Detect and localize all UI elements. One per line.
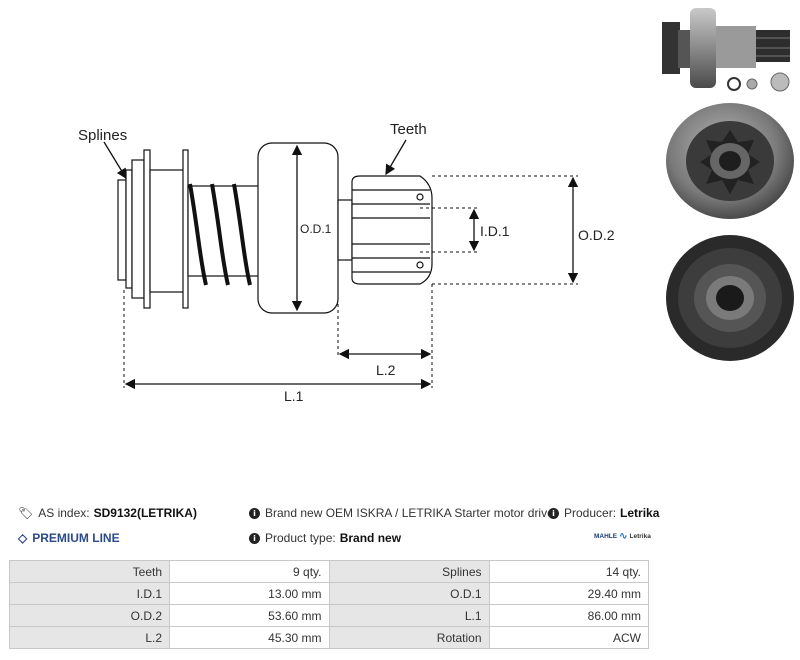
as-index-label: AS index: xyxy=(38,506,90,520)
premium-line: ◇ PREMIUM LINE xyxy=(18,531,120,545)
description-text: Brand new OEM ISKRA / LETRIKA Starter mo… xyxy=(265,506,554,520)
product-type-value: Brand new xyxy=(339,531,402,545)
spec-value: 53.60 mm xyxy=(169,604,330,627)
label-splines: Splines xyxy=(78,127,127,144)
spec-key: I.D.1 xyxy=(9,582,170,605)
spec-key: O.D.2 xyxy=(9,604,170,627)
spec-value: 14 qty. xyxy=(488,560,649,583)
technical-drawing: Splines Teeth O.D.1 I.D.1 O.D.2 L.2 L.1 xyxy=(78,121,615,404)
producer-line: i Producer: Letrika xyxy=(548,506,659,520)
logo-mahle-text: MAHLE xyxy=(594,533,618,540)
label-id1: I.D.1 xyxy=(480,223,510,239)
tags-icon: 🏷 xyxy=(18,506,34,520)
spec-key: Rotation xyxy=(328,626,490,649)
diamond-icon: ◇ xyxy=(18,531,28,545)
table-row: O.D.2 53.60 mm L.1 86.00 mm xyxy=(9,604,649,627)
spec-key: L.2 xyxy=(9,626,170,649)
spec-key: L.1 xyxy=(328,604,490,627)
producer-value: Letrika xyxy=(620,506,660,520)
spec-value: 9 qty. xyxy=(169,560,330,583)
drive-outline xyxy=(117,142,433,314)
info-icon: i xyxy=(249,507,260,519)
table-row: Teeth 9 qty. Splines 14 qty. xyxy=(9,560,649,583)
spec-value: 29.40 mm xyxy=(488,582,649,605)
label-l2: L.2 xyxy=(376,362,396,378)
spec-table: Teeth 9 qty. Splines 14 qty. I.D.1 13.00… xyxy=(9,560,649,649)
table-row: I.D.1 13.00 mm O.D.1 29.40 mm xyxy=(9,582,649,605)
spec-value: 45.30 mm xyxy=(169,626,330,649)
spec-value: 86.00 mm xyxy=(488,604,649,627)
mahle-letrika-logo: MAHLE ∿ Letrika xyxy=(594,530,651,542)
label-od2: O.D.2 xyxy=(578,227,615,243)
as-index-line: 🏷 AS index: SD9132(LETRIKA) xyxy=(18,506,197,520)
logo-letrika-text: Letrika xyxy=(629,533,651,540)
product-photo-back xyxy=(666,235,794,361)
spec-key: Teeth xyxy=(9,560,170,583)
wave-icon: ∿ xyxy=(619,530,628,542)
as-index-value: SD9132(LETRIKA) xyxy=(93,506,197,520)
spec-value: ACW xyxy=(488,626,649,649)
spec-key: O.D.1 xyxy=(328,582,490,605)
premium-label: PREMIUM LINE xyxy=(32,531,120,545)
spec-key: Splines xyxy=(328,560,490,583)
label-od1: O.D.1 xyxy=(300,222,332,236)
label-l1: L.1 xyxy=(284,388,304,404)
spec-value: 13.00 mm xyxy=(169,582,330,605)
info-icon: i xyxy=(249,532,260,544)
product-type-line: i Product type: Brand new xyxy=(249,531,401,545)
product-type-label: Product type: xyxy=(265,531,336,545)
product-photo-front xyxy=(666,103,794,219)
product-photo-side xyxy=(662,8,790,92)
info-icon: i xyxy=(548,507,559,519)
label-teeth: Teeth xyxy=(390,121,427,138)
table-row: L.2 45.30 mm Rotation ACW xyxy=(9,626,649,649)
producer-label: Producer: xyxy=(564,506,617,520)
description-line: i Brand new OEM ISKRA / LETRIKA Starter … xyxy=(249,506,554,520)
